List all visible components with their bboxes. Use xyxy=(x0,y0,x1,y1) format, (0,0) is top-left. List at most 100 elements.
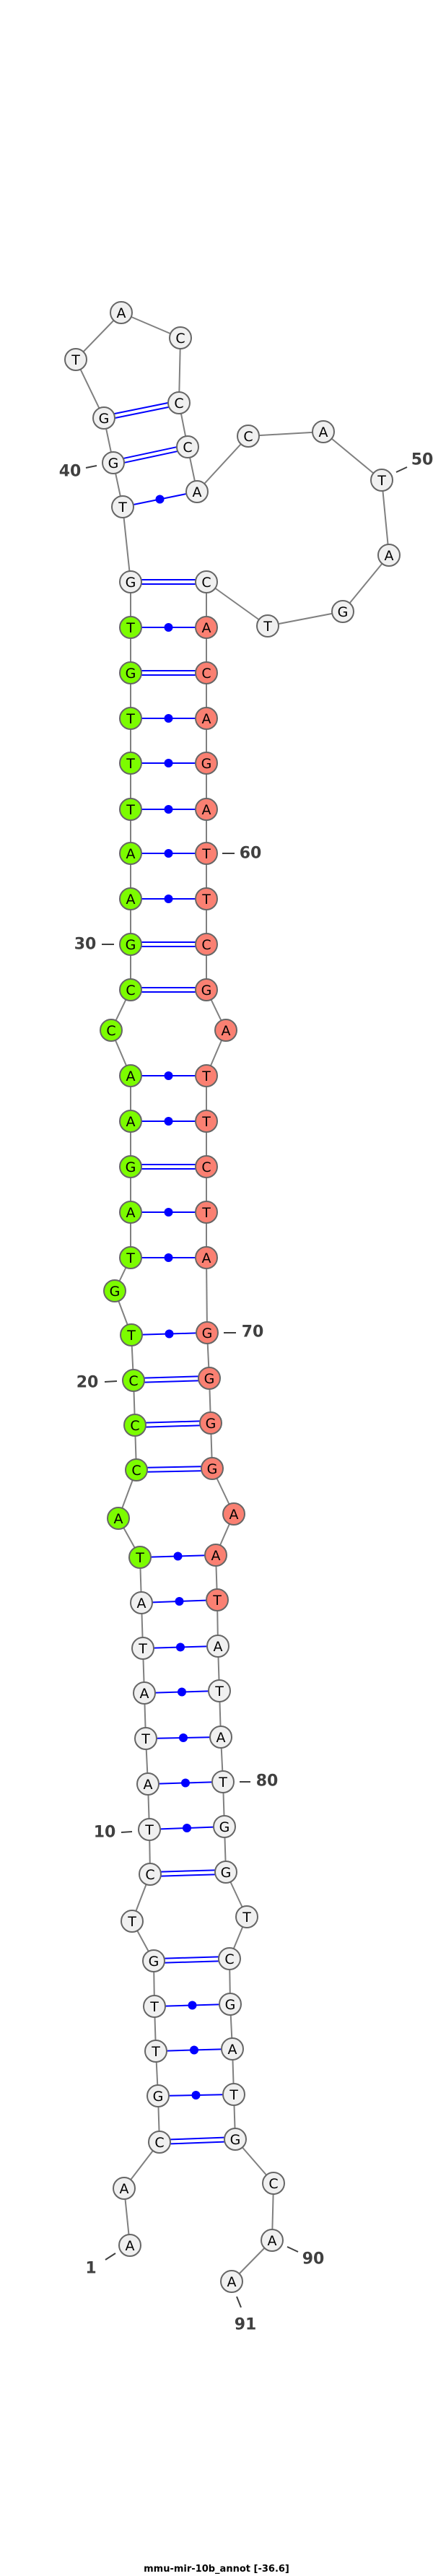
nucleotide-8: T xyxy=(121,1910,144,1933)
nucleotide-6: T xyxy=(143,1995,166,2018)
nucleotide-letter: T xyxy=(377,473,386,489)
wobble-pair-dot xyxy=(183,1824,191,1832)
wobble-pair-dot xyxy=(164,1253,173,1262)
nucleotide-circle xyxy=(261,2229,284,2252)
nucleotide-letter: G xyxy=(230,2132,241,2148)
nucleotide-circle xyxy=(195,1155,218,1178)
position-label-10: 10 xyxy=(94,1824,133,1842)
position-number: 80 xyxy=(256,1772,279,1790)
wobble-pair-dot xyxy=(164,759,173,767)
base-pair-13-78 xyxy=(154,1687,209,1697)
position-number: 60 xyxy=(240,845,262,863)
nucleotide-letter: T xyxy=(138,1641,147,1657)
nucleotide-40: G xyxy=(102,451,125,474)
nucleotide-66: T xyxy=(195,1110,218,1133)
nucleotide-circle xyxy=(220,2270,243,2293)
nucleotide-4: G xyxy=(146,2084,170,2107)
base-pair-11-80 xyxy=(158,1778,213,1788)
nucleotide-84: C xyxy=(218,1947,241,1970)
nucleotide-circle xyxy=(370,469,393,492)
nucleotide-letter: T xyxy=(144,1822,154,1838)
nucleotide-88: G xyxy=(224,2128,247,2151)
nucleotide-circle xyxy=(195,933,218,956)
base-pair-20-71 xyxy=(144,1375,199,1383)
position-label-1: 1 xyxy=(85,2253,116,2278)
nucleotide-letter: C xyxy=(201,1159,211,1175)
base-pair-15-76 xyxy=(152,1597,207,1606)
nucleotide-letter: T xyxy=(201,1205,211,1221)
wobble-pair-dot xyxy=(173,1552,183,1561)
nucleotide-circle xyxy=(221,2037,244,2061)
nucleotide-letter: T xyxy=(214,1684,224,1700)
nucleotide-circle xyxy=(119,752,142,775)
nucleotide-letter: A xyxy=(126,846,136,862)
nucleotide-76: T xyxy=(206,1588,229,1611)
base-pair-35-57 xyxy=(141,714,196,723)
base-pair-39-47 xyxy=(133,493,187,505)
nucleotide-letter: T xyxy=(201,1069,211,1084)
nucleotide-letter: C xyxy=(131,1463,141,1479)
wobble-pair-dot xyxy=(181,1778,190,1788)
position-number: 40 xyxy=(59,463,82,481)
nucleotide-85: G xyxy=(219,1993,242,2016)
nucleotide-letter: A xyxy=(229,1507,239,1523)
nucleotide-letter: T xyxy=(151,2044,160,2060)
nucleotide-65: T xyxy=(195,1064,218,1087)
nucleotide-letter: A xyxy=(114,1511,123,1527)
backbone-link xyxy=(342,554,390,612)
nucleotide-letter: G xyxy=(99,411,110,427)
nucleotide-letter: G xyxy=(207,1461,218,1477)
pair-bond-line xyxy=(115,406,170,419)
nucleotide-circle xyxy=(119,570,142,593)
nucleotide-19: C xyxy=(123,1414,146,1437)
nucleotide-47: A xyxy=(185,480,209,503)
nucleotide-50: T xyxy=(370,469,393,492)
nucleotide-78: T xyxy=(208,1679,231,1702)
nucleotide-circle xyxy=(110,301,133,324)
nucleotide-circle xyxy=(214,1019,237,1042)
wobble-pair-dot xyxy=(188,2001,197,2010)
nucleotide-21: T xyxy=(120,1323,143,1346)
nucleotide-letter: G xyxy=(126,575,136,591)
nucleotide-36: G xyxy=(119,661,142,684)
nucleotide-letter: G xyxy=(126,666,136,682)
nucleotide-circle xyxy=(224,2128,247,2151)
nucleotide-circle xyxy=(211,1770,235,1793)
nucleotide-circle xyxy=(138,1818,161,1841)
nucleotide-63: G xyxy=(195,978,218,1001)
position-label-80: 80 xyxy=(240,1772,278,1790)
nucleotide-circle xyxy=(209,1726,232,1749)
nucleotide-letter: C xyxy=(201,666,211,682)
nucleotide-12: T xyxy=(134,1727,157,1750)
base-pair-32-60 xyxy=(141,849,196,858)
nucleotide-letter: T xyxy=(229,2087,238,2103)
nucleotide-letter: G xyxy=(126,1159,136,1175)
nucleotide-circle xyxy=(136,1772,159,1796)
base-pair-24-68 xyxy=(141,1208,196,1217)
nucleotide-letter: A xyxy=(126,892,136,908)
nucleotide-72: G xyxy=(199,1411,222,1435)
nucleotide-circle xyxy=(119,1246,142,1269)
nucleotide-74: A xyxy=(222,1502,245,1526)
nucleotide-circle xyxy=(102,451,125,474)
nucleotide-75: A xyxy=(204,1544,227,1567)
nucleotide-7: G xyxy=(142,1949,165,1972)
nucleotide-41: G xyxy=(92,406,115,430)
nucleotide-letter: G xyxy=(338,604,349,620)
nucleotide-89: C xyxy=(262,2172,285,2195)
nucleotide-letter: C xyxy=(224,1951,234,1967)
nucleotide-circle xyxy=(195,616,218,639)
nucleotide-24: A xyxy=(119,1201,142,1224)
nucleotide-letter: C xyxy=(201,575,211,591)
backbone-link xyxy=(206,1257,208,1333)
nucleotide-circle xyxy=(143,1995,166,2018)
nucleotide-letter: A xyxy=(216,1730,226,1746)
nucleotide-29: C xyxy=(119,978,142,1001)
pair-bond-line xyxy=(144,1380,199,1383)
nucleotide-circle xyxy=(119,842,142,865)
nucleotide-circle xyxy=(195,842,218,865)
backbone-link xyxy=(267,611,344,627)
nucleotide-letter: T xyxy=(126,756,135,772)
nucleotide-70: G xyxy=(196,1321,219,1344)
